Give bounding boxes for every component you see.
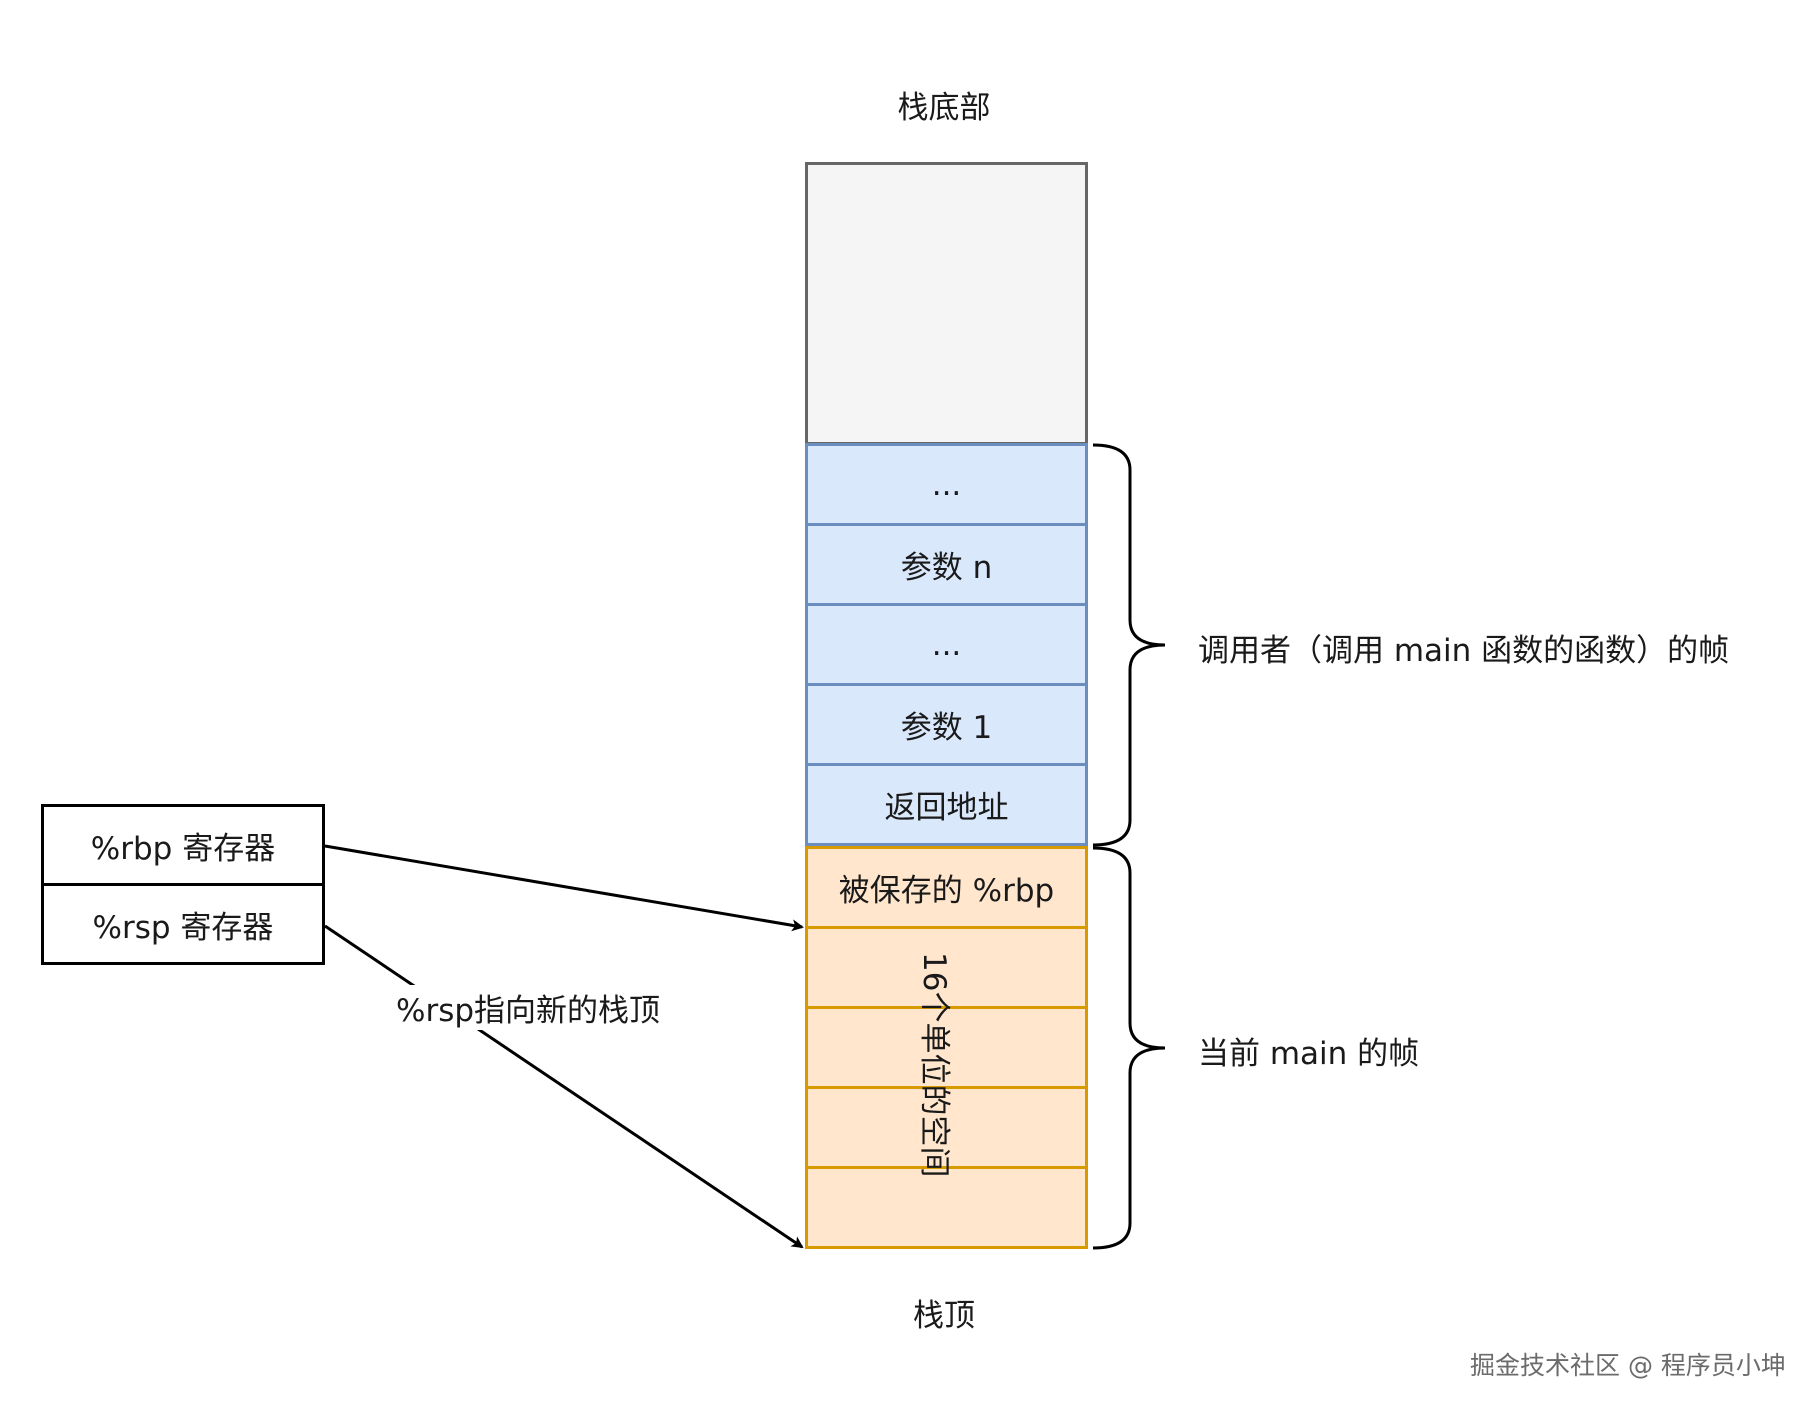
caller-frame-label: 调用者（调用 main 函数的函数）的帧 [1198,633,1730,669]
stack-top-label: 栈顶 [913,1298,975,1334]
stack-cell-local-4 [805,1166,1088,1249]
stack-cell-saved-rbp: 被保存的 %rbp [805,846,1088,929]
stack-cell-return-address: 返回地址 [805,763,1088,846]
stack-bottom-label: 栈底部 [897,90,991,126]
caller-frame-brace [1092,443,1166,847]
rsp-arrow [324,924,804,1249]
rbp-arrow [324,844,804,932]
watermark: 掘金技术社区 @ 程序员小坤 [1470,1351,1786,1380]
rbp-register-box: %rbp 寄存器 [41,804,325,886]
current-frame-label: 当前 main 的帧 [1198,1036,1420,1072]
stack-cell-arg-1: 参数 1 [805,683,1088,766]
stack-cell-local-2 [805,1006,1088,1089]
stack-empty-region [805,162,1088,445]
rsp-register-box: %rsp 寄存器 [41,883,325,965]
rsp-arrow-annotation: %rsp指向新的栈顶 [394,985,663,1030]
current-frame-brace [1092,846,1166,1250]
stack-cell-ellipsis-top: ... [805,443,1088,526]
stack-cell-local-3 [805,1086,1088,1169]
